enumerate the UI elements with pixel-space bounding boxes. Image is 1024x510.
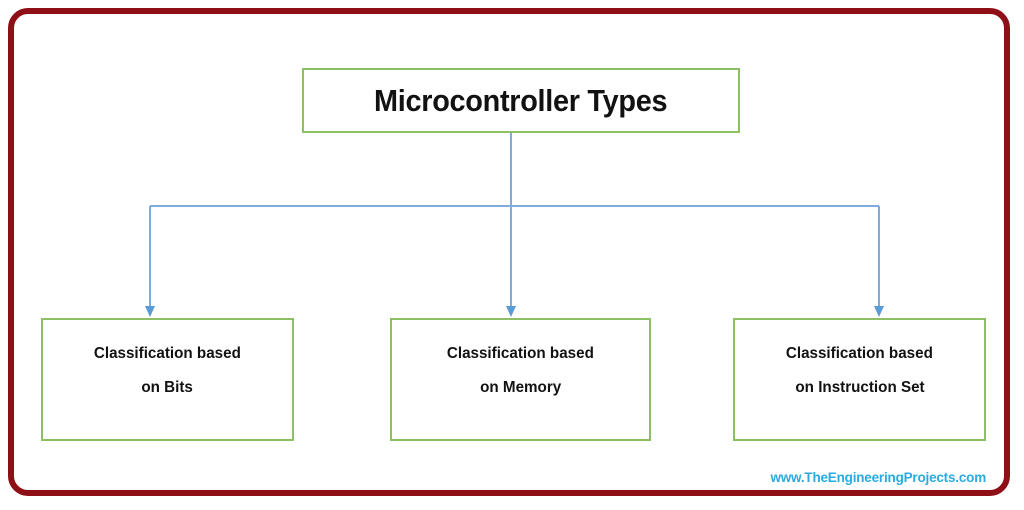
node-classification-memory: Classification based on Memory	[390, 318, 651, 441]
node-classification-bits: Classification based on Bits	[41, 318, 294, 441]
node-label-line1: Classification based	[447, 345, 594, 362]
node-label-line1: Classification based	[786, 345, 933, 362]
watermark-url: www.TheEngineeringProjects.com	[770, 470, 986, 485]
node-root-label: Microcontroller Types	[374, 82, 668, 118]
node-label-line2: on Memory	[479, 379, 562, 396]
node-label-line2: on Bits	[141, 379, 194, 396]
node-root: Microcontroller Types	[302, 68, 740, 133]
node-classification-instruction-set: Classification based on Instruction Set	[733, 318, 986, 441]
node-label-line1: Classification based	[94, 345, 241, 362]
node-label-line2: on Instruction Set	[794, 379, 925, 396]
